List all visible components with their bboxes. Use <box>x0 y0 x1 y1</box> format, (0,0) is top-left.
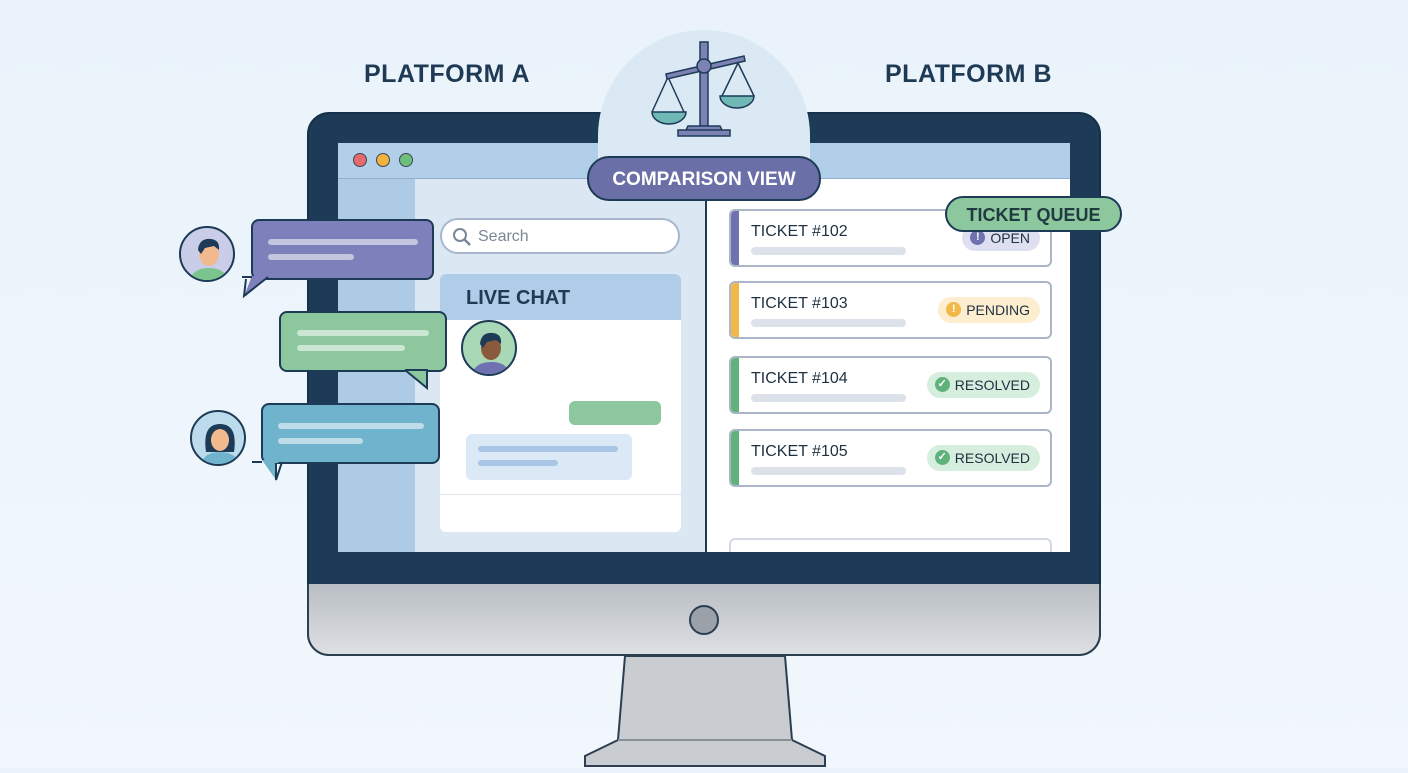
ticket-title: TICKET #103 <box>751 295 848 312</box>
status-badge: ! PENDING <box>938 297 1040 323</box>
maximize-dot[interactable] <box>399 153 413 167</box>
ticket-summary-placeholder <box>751 467 906 475</box>
ticket-row-partial <box>729 538 1052 552</box>
live-chat-title: LIVE CHAT <box>440 274 681 320</box>
avatar-user-1 <box>179 226 235 282</box>
chat-bubble-teal <box>261 403 440 464</box>
status-stripe <box>731 211 739 265</box>
ticket-row[interactable]: TICKET #105 ✓ RESOLVED <box>729 429 1052 487</box>
chat-message-sent <box>569 401 661 425</box>
divider <box>440 494 681 495</box>
status-text: PENDING <box>966 302 1030 318</box>
check-icon: ✓ <box>934 377 950 392</box>
search-icon <box>453 228 471 246</box>
ticket-summary-placeholder <box>751 394 906 402</box>
status-text: RESOLVED <box>954 377 1030 393</box>
power-button[interactable] <box>689 605 719 635</box>
live-chat-panel: LIVE CHAT <box>440 274 681 532</box>
status-stripe <box>731 283 739 337</box>
status-text: RESOLVED <box>954 450 1030 466</box>
status-badge: ✓ RESOLVED <box>926 445 1040 471</box>
status-text: OPEN <box>990 230 1030 246</box>
avatar-user-2 <box>190 410 246 466</box>
status-stripe <box>731 358 739 412</box>
avatar-agent <box>461 320 517 376</box>
balance-scale-icon <box>651 41 755 137</box>
platform-b-label: PLATFORM B <box>885 60 1053 88</box>
comparison-view-button[interactable]: COMPARISON VIEW <box>587 156 821 201</box>
status-badge: ✓ RESOLVED <box>926 372 1040 398</box>
ticket-title: TICKET #102 <box>751 223 848 240</box>
close-dot[interactable] <box>353 153 367 167</box>
alert-icon: ! <box>970 230 986 245</box>
ticket-panel: TICKET #102 ! OPEN TICKET #103 ! PENDING… <box>705 179 1070 552</box>
bubble-tail <box>252 460 283 481</box>
ticket-row[interactable]: TICKET #104 ✓ RESOLVED <box>729 356 1052 414</box>
ticket-queue-label: TICKET QUEUE <box>945 196 1122 232</box>
status-stripe <box>731 431 739 485</box>
chat-bubble-purple <box>251 219 434 280</box>
bubble-tail <box>405 369 428 391</box>
ticket-row[interactable]: TICKET #102 ! OPEN <box>729 209 1052 267</box>
ticket-title: TICKET #105 <box>751 443 848 460</box>
ticket-summary-placeholder <box>751 247 906 255</box>
alert-icon: ! <box>946 302 962 317</box>
monitor-stand <box>580 650 830 768</box>
ticket-row[interactable]: TICKET #103 ! PENDING <box>729 281 1052 339</box>
ticket-summary-placeholder <box>751 319 906 327</box>
check-icon: ✓ <box>934 450 950 465</box>
chat-message-received <box>466 434 632 480</box>
bubble-tail <box>242 276 269 299</box>
search-input[interactable]: Search <box>440 218 680 254</box>
ticket-title: TICKET #104 <box>751 370 848 387</box>
minimize-dot[interactable] <box>376 153 390 167</box>
platform-a-label: PLATFORM A <box>364 60 531 88</box>
chat-bubble-green <box>279 311 447 372</box>
